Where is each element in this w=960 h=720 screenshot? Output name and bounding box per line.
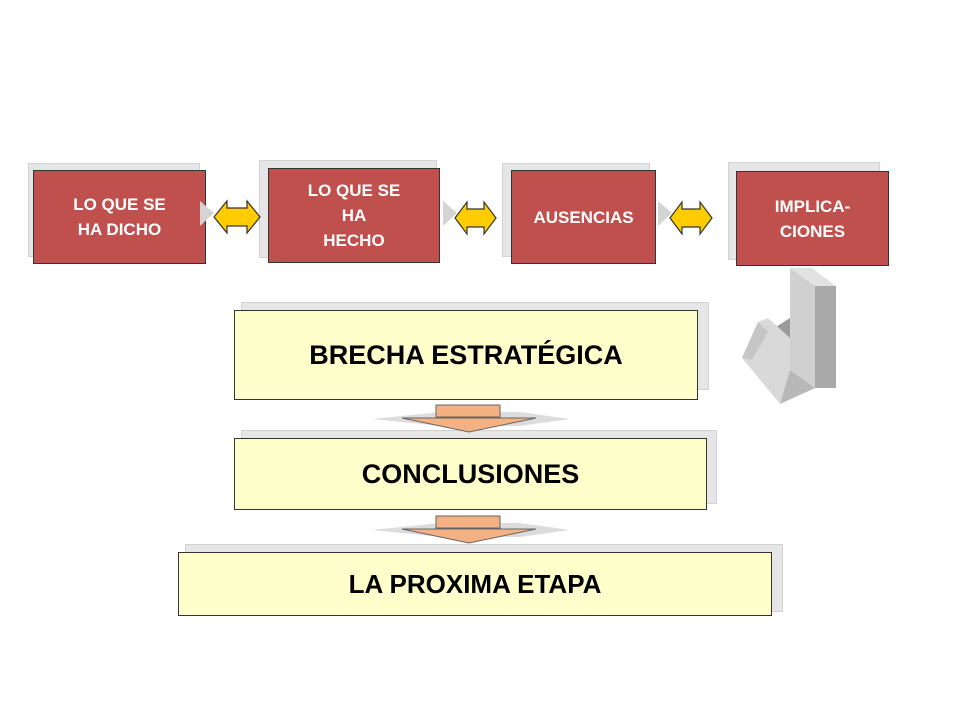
stage-box-conclusiones: CONCLUSIONES bbox=[234, 438, 707, 510]
double-arrow-icon bbox=[454, 200, 497, 236]
step-box-implicaciones: IMPLICA- CIONES bbox=[736, 171, 889, 266]
down-arrow-icon bbox=[372, 404, 570, 433]
stage-label: CONCLUSIONES bbox=[361, 458, 580, 489]
double-arrow-shadow bbox=[200, 201, 214, 226]
step-label: IMPLICA- CIONES bbox=[774, 196, 851, 241]
stage-box-la-proxima-etapa: LA PROXIMA ETAPA bbox=[178, 552, 772, 616]
step-label: AUSENCIAS bbox=[533, 207, 634, 227]
step-label: LO QUE SE HA HECHO bbox=[307, 181, 401, 250]
stage-label: BRECHA ESTRATÉGICA bbox=[309, 339, 623, 370]
step-box-ausencias: AUSENCIAS bbox=[511, 170, 656, 264]
double-arrow-shadow bbox=[443, 201, 457, 226]
step-label: LO QUE SE HA DICHO bbox=[73, 195, 166, 239]
step-box-lo-que-se-ha-dicho: LO QUE SE HA DICHO bbox=[33, 170, 206, 264]
down-arrow-icon bbox=[372, 515, 570, 544]
turn-arrow-icon bbox=[742, 268, 836, 404]
stage-label: LA PROXIMA ETAPA bbox=[348, 568, 602, 599]
stage-box-brecha-estrategica: BRECHA ESTRATÉGICA bbox=[234, 310, 698, 400]
step-box-lo-que-se-ha-hecho: LO QUE SE HA HECHO bbox=[268, 168, 440, 263]
double-arrow-icon bbox=[213, 199, 261, 235]
double-arrow-icon bbox=[669, 200, 713, 236]
double-arrow-shadow bbox=[658, 201, 672, 226]
